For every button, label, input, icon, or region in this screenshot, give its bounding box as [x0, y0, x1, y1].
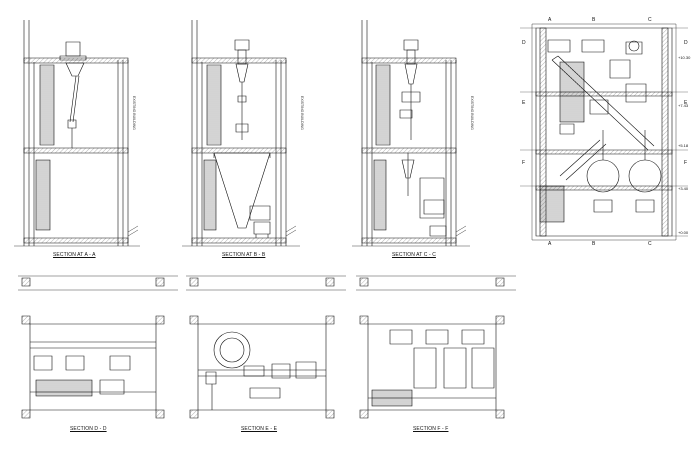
plan-mark-right-d: D [684, 40, 688, 46]
section-f-drawing [356, 276, 516, 418]
plan-drawing [520, 24, 688, 240]
plan-mark-right-e: E [684, 100, 688, 106]
section-b-vertical-note: EXISTING BUILDING [300, 96, 304, 130]
section-c-vertical-note: EXISTING BUILDING [470, 96, 474, 130]
section-c-drawing [352, 20, 470, 246]
elevation-label: +0.00 [678, 230, 689, 235]
plan-mark-top-b: B [592, 17, 596, 23]
elevation-label: +5.18 [678, 143, 689, 148]
plan-mark-left-f: F [522, 160, 526, 166]
elevation-label: +10.30 [678, 55, 691, 60]
section-c-caption: SECTION AT C - C [392, 252, 436, 258]
section-e-caption: SECTION E - E [241, 426, 278, 432]
plan-mark-top-c: C [648, 17, 652, 23]
plan-mark-left-e: E [522, 100, 526, 106]
section-a-drawing [14, 20, 140, 246]
section-a-vertical-note: EXISTING BUILDING [132, 96, 136, 130]
section-e-drawing [186, 276, 346, 418]
plan-mark-bottom-c: C [648, 241, 652, 247]
section-b-caption: SECTION AT B - B [222, 252, 266, 258]
section-d-drawing [18, 276, 178, 418]
plan-mark-bottom-a: A [548, 241, 552, 247]
section-b-drawing [182, 20, 300, 246]
section-a-caption: SECTION AT A - A [53, 252, 96, 258]
plan-mark-left-d: D [522, 40, 526, 46]
plan-mark-right-f: F [684, 160, 688, 166]
section-d-caption: SECTION D - D [70, 426, 107, 432]
section-f-caption: SECTION F - F [413, 426, 449, 432]
elevation-label: +3.40 [678, 186, 689, 191]
plan-mark-bottom-b: B [592, 241, 596, 247]
plan-mark-top-a: A [548, 17, 552, 23]
elevation-label: +7.43 [678, 103, 689, 108]
